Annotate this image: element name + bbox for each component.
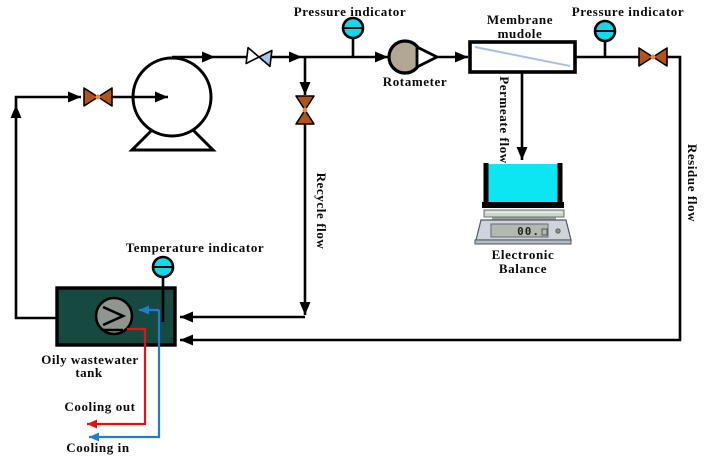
permeate-container-icon [482, 163, 564, 208]
pressure-indicator-right-icon [593, 19, 617, 43]
balance-display-unit-box [541, 228, 548, 236]
cooling-in-line [89, 310, 161, 442]
check-valve-left-flap [245, 46, 260, 65]
check-valve-right-flap [258, 49, 273, 68]
main-line [172, 39, 682, 346]
permeate-liquid [488, 164, 558, 203]
balance-button [555, 228, 561, 234]
pump [128, 56, 217, 152]
tank-to-pump-pipe [10, 105, 57, 320]
tank-label-line2: tank [75, 365, 103, 380]
recycle-valve-top [295, 95, 315, 111]
coil-zigzag [102, 305, 127, 327]
recycle-valve-icon [295, 95, 315, 125]
pressure-indicator-left-label: Pressure indicator [294, 4, 407, 19]
rotameter-label: Rotameter [383, 74, 448, 89]
feed-valve-icon [83, 87, 113, 107]
electronic-balance-icon: 00. [474, 209, 572, 245]
membrane-sheet [474, 46, 571, 67]
feed-valve-left [83, 87, 99, 107]
tank-label-line1: Oily wastewater [41, 352, 138, 367]
membrane-module-shell [468, 40, 577, 74]
balance-display [490, 223, 549, 238]
cooling-in-label: Cooling in [66, 440, 130, 455]
residue-flow-label: Residue flow [685, 144, 700, 222]
feed-valve-right [97, 87, 113, 107]
membrane-module-label-line2: mudole [498, 26, 543, 41]
recycle-valve-dot [302, 107, 308, 113]
rotameter-icon [387, 39, 439, 75]
check-valve-icon [245, 46, 273, 68]
electronic-balance-label-line2: Balance [499, 261, 547, 276]
balance-plate [483, 209, 565, 218]
heat-exchanger-coil-icon [94, 296, 134, 336]
temperature-indicator-icon [151, 255, 175, 322]
residue-valve-icon [638, 47, 668, 67]
residue-flow-pipe [180, 55, 682, 346]
balance-display-value: 00. [517, 225, 540, 238]
pump-stand-icon [128, 128, 217, 152]
residue-valve-right [652, 47, 668, 67]
oily-wastewater-tank-icon [55, 286, 177, 347]
temperature-indicator-label: Temperature indicator [126, 240, 265, 255]
pressure-indicator-left-icon [341, 16, 365, 40]
pressure-indicator-right-label: Pressure indicator [572, 4, 685, 19]
pump-inlet-pipe [14, 91, 81, 106]
electronic-balance-label-line1: Electronic [492, 247, 555, 262]
rotameter-cone [415, 45, 439, 69]
membrane-module-icon [468, 40, 577, 74]
residue-valve-left [638, 47, 654, 67]
cooling-out-label: Cooling out [64, 399, 135, 414]
recycle-flow-label: Recycle flow [314, 173, 329, 250]
balance-plate-shadow [492, 217, 556, 220]
feed-valve-dot [95, 94, 101, 100]
balance-base [474, 239, 572, 245]
membrane-module-label-line1: Membrane [487, 12, 553, 27]
permeate-flow-label: Permeate flow [497, 76, 512, 164]
recycle-valve-bottom [295, 109, 315, 125]
cooling-out-line [87, 327, 147, 429]
piping [10, 91, 81, 320]
residue-valve-dot [650, 54, 656, 60]
